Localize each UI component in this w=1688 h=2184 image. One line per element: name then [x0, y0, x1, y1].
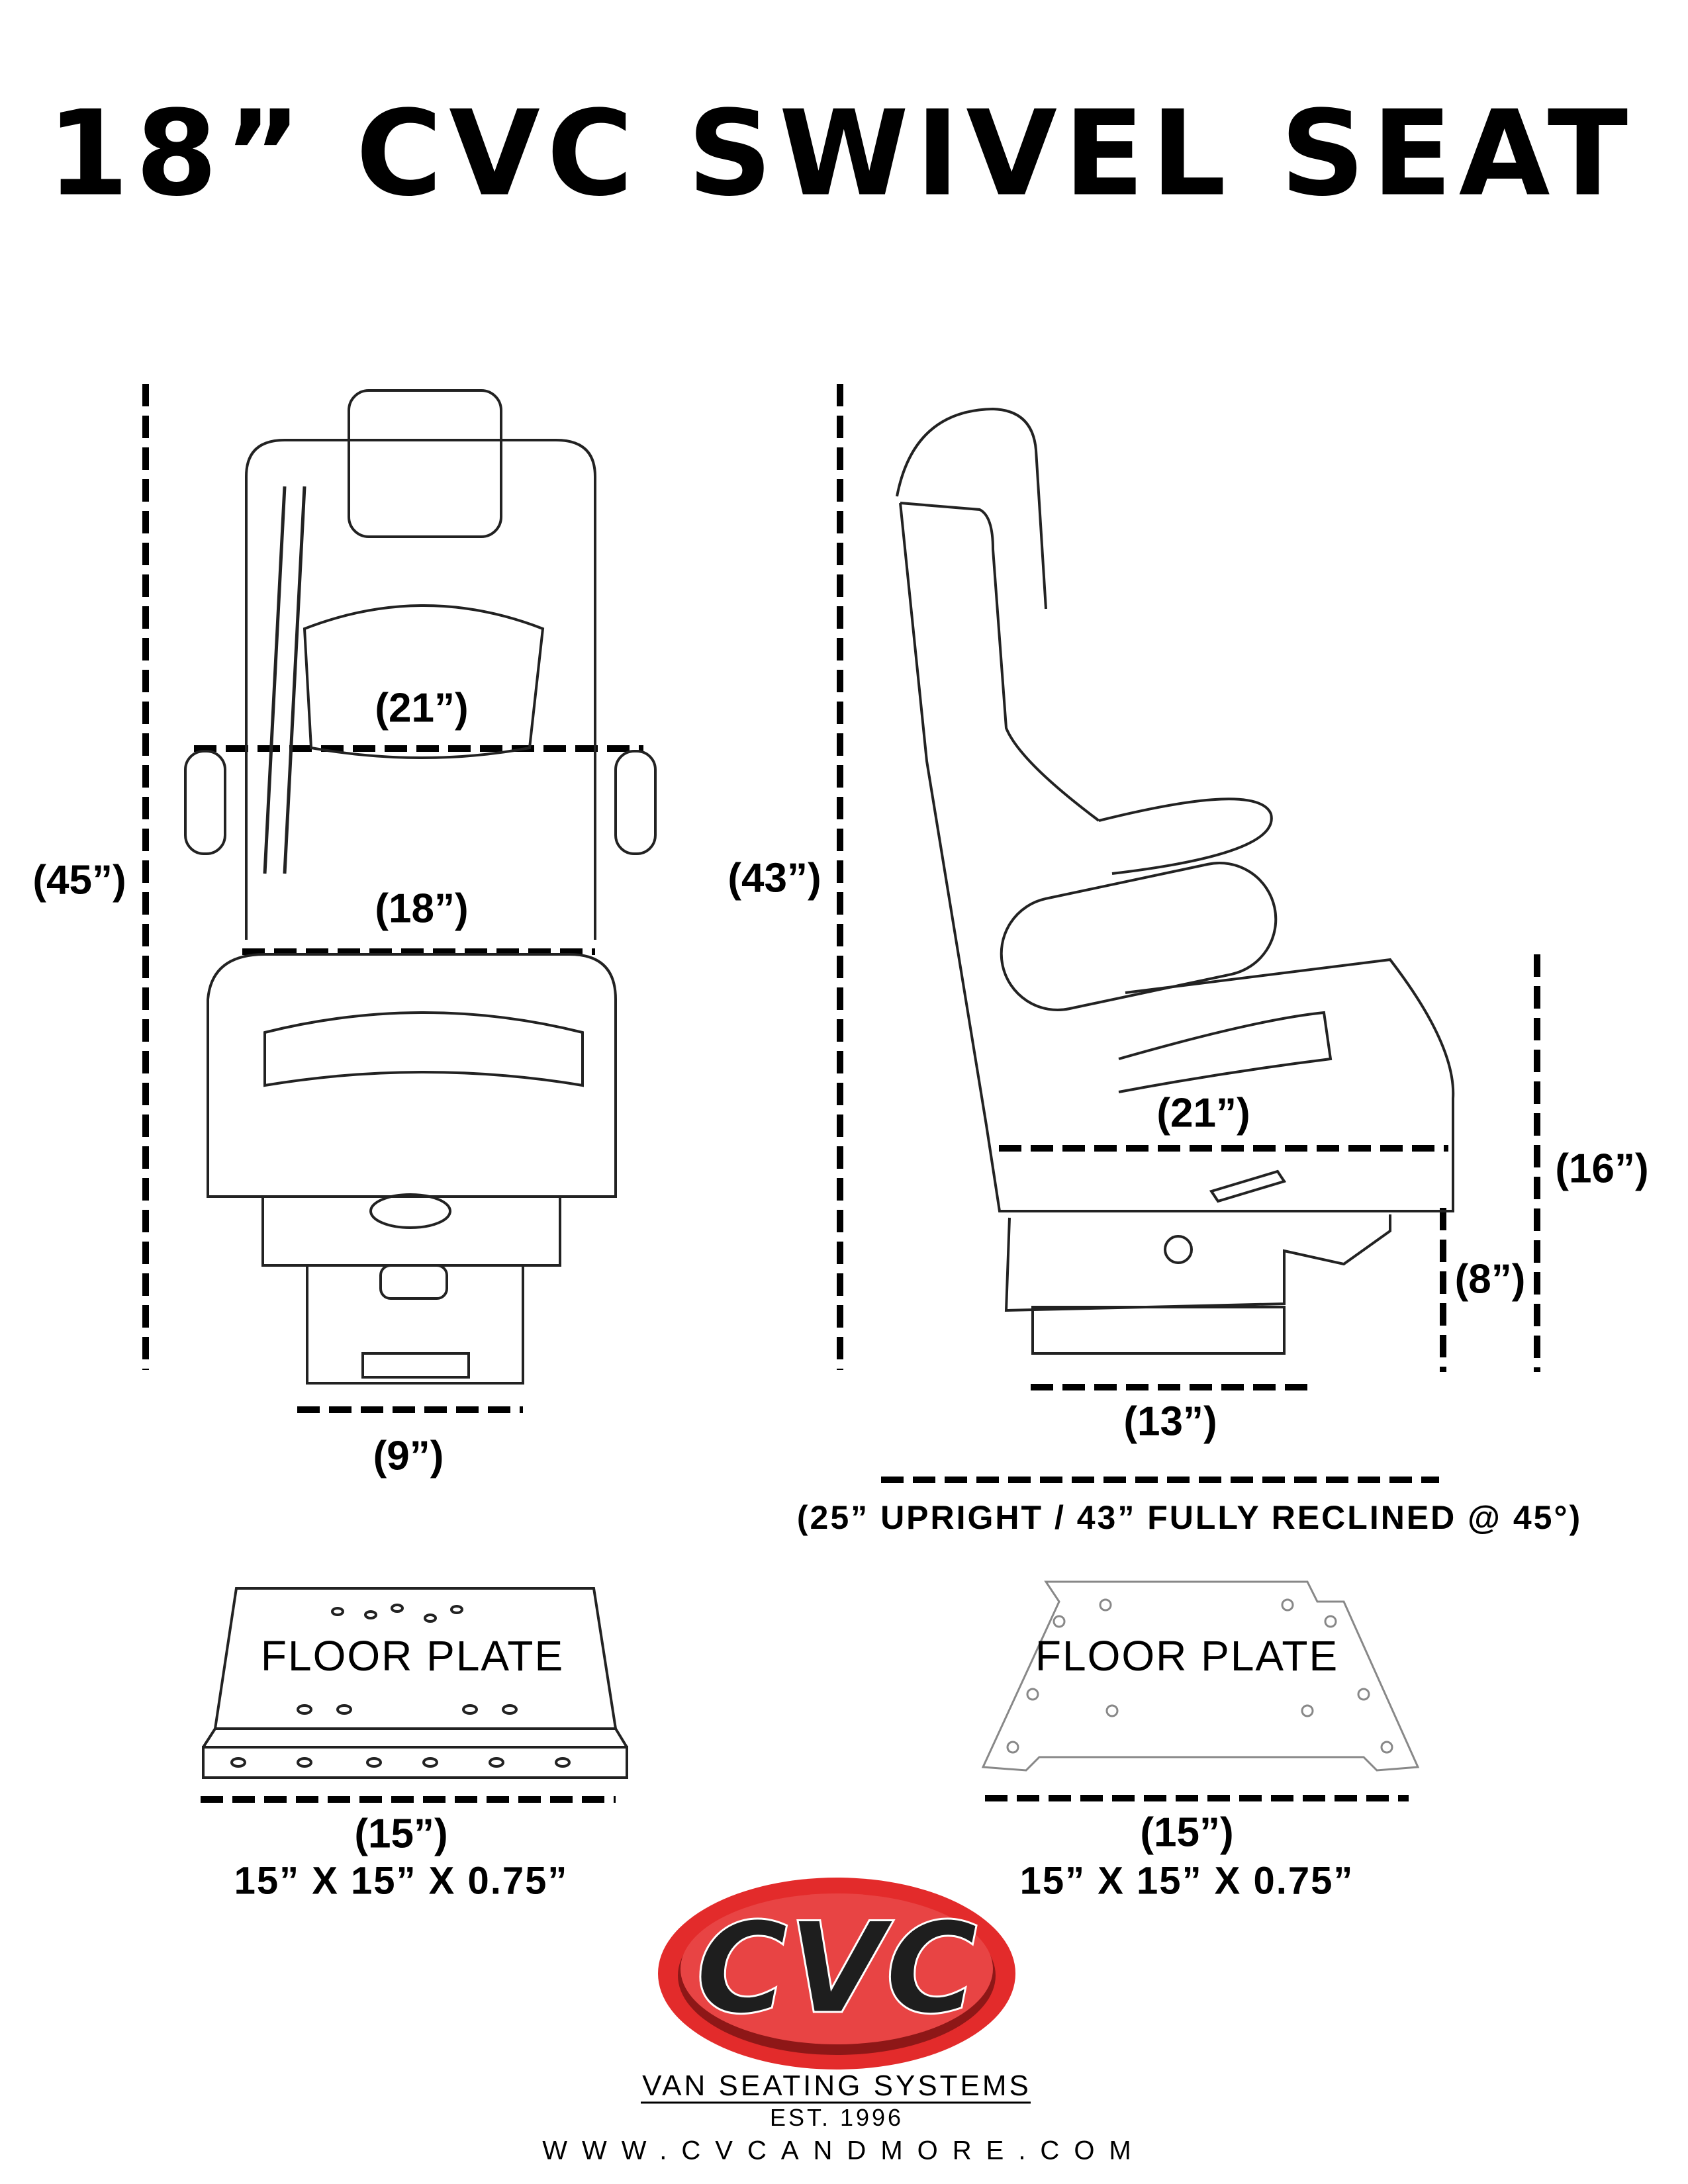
side-base-depth-label: (13”): [1123, 1398, 1217, 1445]
floor-plate-left-size: 15” X 15” X 0.75”: [234, 1859, 569, 1903]
front-base-width-label: (9”): [373, 1433, 444, 1479]
side-base-height-label: (8”): [1454, 1256, 1526, 1302]
floor-plate-left-drawing: [202, 1587, 628, 1779]
floor-plate-right-drawing: [981, 1580, 1420, 1772]
front-height-label: (45”): [32, 857, 126, 903]
cvc-logo: CVC: [641, 1878, 1031, 2104]
front-back-width-label: (21”): [375, 685, 469, 731]
website-link[interactable]: WWW.CVCANDMORE.COM: [542, 2136, 1146, 2165]
side-depth-label: (21”): [1156, 1090, 1250, 1136]
recline-note: (25” UPRIGHT / 43” FULLY RECLINED @ 45°): [796, 1499, 1583, 1536]
side-seat-height-label: (16”): [1555, 1146, 1649, 1192]
floor-plate-right-size: 15” X 15” X 0.75”: [1019, 1859, 1354, 1903]
side-height-label: (43”): [727, 855, 821, 901]
floor-plate-right-width: (15”): [1140, 1809, 1234, 1856]
floor-plate-left-width: (15”): [354, 1811, 448, 1857]
svg-text:CVC: CVC: [696, 1895, 978, 2042]
page-title: 18” CVC SWIVEL SEAT: [46, 85, 1635, 222]
logo-established: EST. 1996: [769, 2104, 904, 2131]
floor-plate-left-label: FLOOR PLATE: [260, 1632, 565, 1680]
side-seat-drawing: [896, 407, 1455, 1355]
floor-plate-right-label: FLOOR PLATE: [1035, 1632, 1339, 1680]
front-seat-drawing: [184, 389, 657, 1385]
front-seat-width-label: (18”): [375, 886, 469, 932]
logo-tagline: VAN SEATING SYSTEMS: [642, 2070, 1031, 2102]
